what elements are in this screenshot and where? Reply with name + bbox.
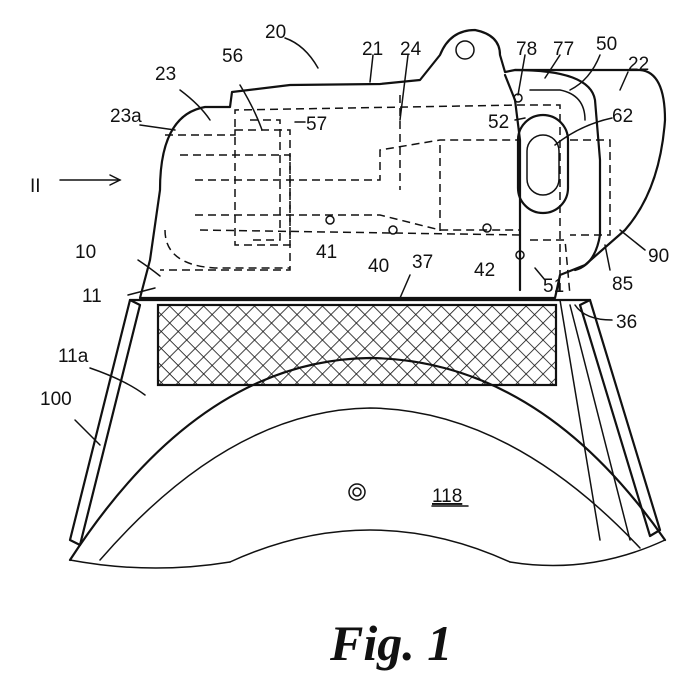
label-90: 90 xyxy=(648,246,669,267)
leader-lines xyxy=(59,37,646,446)
label-23: 23 xyxy=(155,64,176,85)
reference-numerals: 20 21 24 78 77 50 22 23 56 23a 57 52 62 … xyxy=(30,22,669,507)
label-118: 118 xyxy=(432,486,462,507)
label-77: 77 xyxy=(553,39,574,60)
label-40: 40 xyxy=(368,256,389,277)
label-62: 62 xyxy=(612,106,633,127)
label-41: 41 xyxy=(316,242,337,263)
caliper-housing xyxy=(138,28,667,300)
hidden-lines xyxy=(160,95,611,296)
label-10: 10 xyxy=(75,242,96,263)
marker-42 xyxy=(482,223,492,233)
label-24: 24 xyxy=(400,39,422,60)
label-11a: 11a xyxy=(58,346,89,367)
label-100: 100 xyxy=(40,389,72,410)
marker-51 xyxy=(515,250,525,260)
label-37: 37 xyxy=(412,252,433,273)
label-50: 50 xyxy=(596,34,617,55)
marker-41 xyxy=(325,215,335,225)
brake-disc xyxy=(68,356,667,569)
label-85: 85 xyxy=(612,274,633,295)
label-78: 78 xyxy=(516,39,537,60)
guide-slot xyxy=(516,113,570,215)
label-51: 51 xyxy=(543,276,564,297)
marker-40 xyxy=(388,225,398,235)
label-11: 11 xyxy=(82,286,102,307)
label-21: 21 xyxy=(362,39,383,60)
label-23a: 23a xyxy=(110,106,142,127)
label-20: 20 xyxy=(265,22,286,43)
caliper-frame xyxy=(68,298,662,547)
label-42: 42 xyxy=(474,260,495,281)
figure-caption: Fig. 1 xyxy=(329,615,452,671)
brake-pad xyxy=(128,298,592,387)
section-marker: II xyxy=(30,176,41,197)
label-56: 56 xyxy=(222,46,243,67)
label-22: 22 xyxy=(628,54,649,75)
label-36: 36 xyxy=(616,312,637,333)
label-57: 57 xyxy=(306,114,327,135)
label-52: 52 xyxy=(488,112,509,133)
